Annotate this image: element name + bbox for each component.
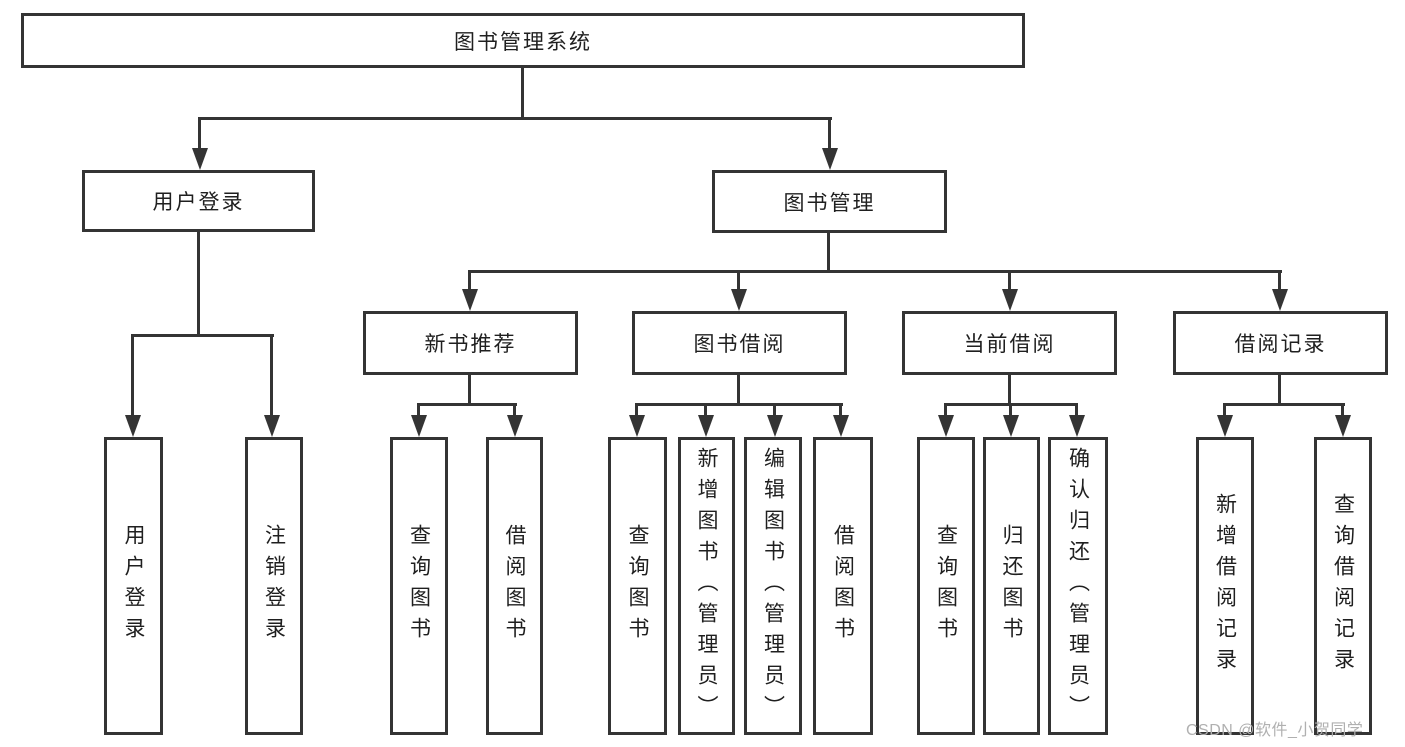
node-book-management: 图书管理 <box>712 170 947 233</box>
node-current-borrowing: 当前借阅 <box>902 311 1117 375</box>
node-label: 当前借阅 <box>963 333 1056 356</box>
connector-line <box>417 403 517 406</box>
leaf-label: 查询图书 <box>934 524 958 648</box>
connector-line <box>521 68 524 120</box>
arrowhead <box>411 415 427 437</box>
node-book-borrowing: 图书借阅 <box>632 311 847 375</box>
leaf-add-borrow-record: 新增借阅记录 <box>1196 437 1254 735</box>
connector-line <box>468 375 471 405</box>
node-label: 用户登录 <box>152 191 245 214</box>
leaf-label: 归还图书 <box>1000 524 1023 648</box>
connector-line <box>1341 403 1344 417</box>
connector-line <box>468 270 471 291</box>
leaf-label: 新增借阅记录 <box>1213 493 1237 679</box>
connector-line <box>737 270 740 291</box>
connector-line <box>1278 270 1281 291</box>
node-label: 借阅记录 <box>1234 333 1327 356</box>
connector-line <box>197 232 200 336</box>
arrowhead <box>1217 415 1233 437</box>
connector-line <box>131 334 274 337</box>
leaf-label: 查询图书 <box>407 524 431 648</box>
connector-line <box>198 117 201 150</box>
leaf-edit-book-admin: 编辑图书（管理员） <box>744 437 802 735</box>
leaf-label: 用户登录 <box>122 524 145 648</box>
arrowhead <box>938 415 954 437</box>
arrowhead <box>1069 415 1085 437</box>
node-new-book-recommendation: 新书推荐 <box>363 311 578 375</box>
connector-line <box>468 270 1282 273</box>
leaf-label: 借阅图书 <box>503 524 526 648</box>
arrowhead <box>698 415 714 437</box>
arrowhead <box>462 289 478 311</box>
leaf-label: 编辑图书（管理员） <box>761 446 785 726</box>
connector-line <box>270 334 273 417</box>
watermark: CSDN @软件_小贺同学 <box>1186 722 1364 739</box>
arrowhead <box>822 148 838 170</box>
arrowhead <box>192 148 208 170</box>
arrowhead <box>1335 415 1351 437</box>
node-label: 新书推荐 <box>424 333 517 356</box>
connector-line <box>1075 403 1078 417</box>
leaf-query-books-3: 查询图书 <box>917 437 975 735</box>
leaf-return-books: 归还图书 <box>983 437 1040 735</box>
connector-line <box>131 334 134 417</box>
leaf-user-login: 用户登录 <box>104 437 163 735</box>
leaf-label: 新增图书（管理员） <box>695 446 718 726</box>
node-borrowing-records: 借阅记录 <box>1173 311 1388 375</box>
connector-line <box>773 403 776 417</box>
leaf-add-book-admin: 新增图书（管理员） <box>678 437 735 735</box>
connector-line <box>635 403 638 417</box>
connector-line <box>1223 403 1345 406</box>
leaf-label: 查询借阅记录 <box>1331 493 1355 679</box>
arrowhead <box>125 415 141 437</box>
leaf-label: 查询图书 <box>626 524 649 648</box>
connector-line <box>513 403 516 417</box>
connector-line <box>635 403 843 406</box>
arrowhead <box>1003 415 1019 437</box>
connector-line <box>737 375 740 405</box>
arrowhead <box>1002 289 1018 311</box>
arrowhead <box>833 415 849 437</box>
arrowhead <box>507 415 523 437</box>
arrowhead <box>731 289 747 311</box>
leaf-label: 借阅图书 <box>831 524 855 648</box>
leaf-borrow-books-1: 借阅图书 <box>486 437 543 735</box>
arrowhead <box>767 415 783 437</box>
connector-line <box>828 117 831 150</box>
connector-line <box>1008 375 1011 405</box>
connector-line <box>944 403 947 417</box>
connector-line <box>827 233 830 270</box>
leaf-label: 注销登录 <box>262 524 286 648</box>
connector-line <box>1009 403 1012 417</box>
leaf-query-borrow-record: 查询借阅记录 <box>1314 437 1372 735</box>
arrowhead <box>1272 289 1288 311</box>
arrowhead <box>629 415 645 437</box>
leaf-label: 确认归还（管理员） <box>1066 446 1090 726</box>
node-label: 图书管理系统 <box>454 30 592 54</box>
connector-line <box>198 117 832 120</box>
connector-line <box>704 403 707 417</box>
connector-line <box>1223 403 1226 417</box>
leaf-logout-login: 注销登录 <box>245 437 303 735</box>
node-label: 图书管理 <box>783 191 876 215</box>
node-library-system: 图书管理系统 <box>21 13 1025 68</box>
leaf-query-books-1: 查询图书 <box>390 437 448 735</box>
leaf-query-books-2: 查询图书 <box>608 437 667 735</box>
node-user-login: 用户登录 <box>82 170 315 232</box>
node-label: 图书借阅 <box>693 333 786 356</box>
connector-line <box>1008 270 1011 291</box>
leaf-borrow-books-2: 借阅图书 <box>813 437 873 735</box>
connector-line <box>1278 375 1281 405</box>
connector-line <box>839 403 842 417</box>
arrowhead <box>264 415 280 437</box>
leaf-confirm-return-admin: 确认归还（管理员） <box>1048 437 1108 735</box>
connector-line <box>417 403 420 417</box>
